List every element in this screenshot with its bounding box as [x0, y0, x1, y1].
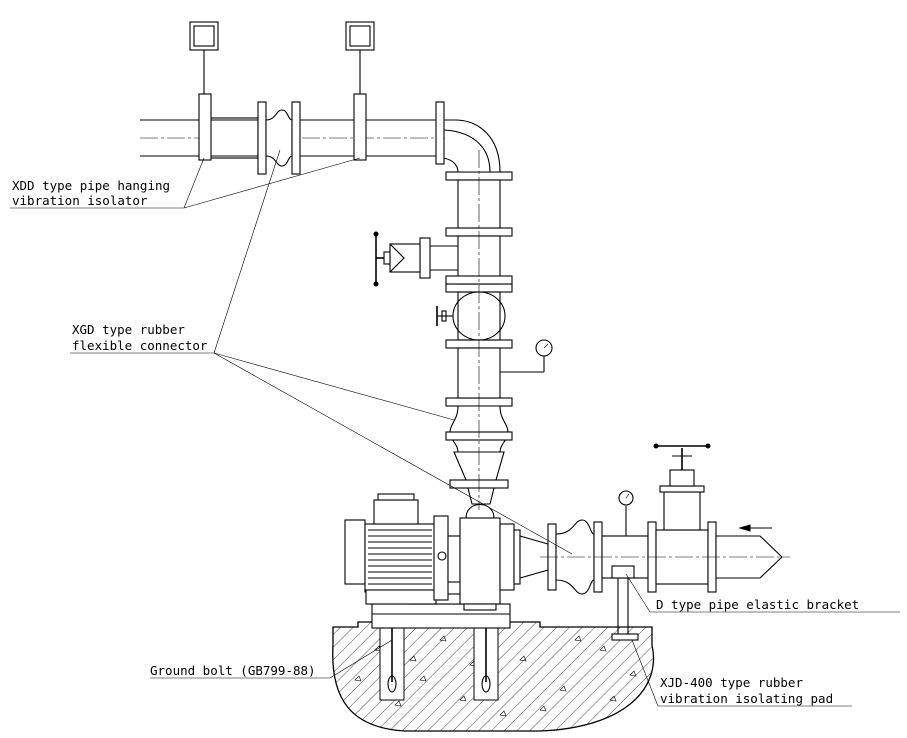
concrete-foundation	[332, 612, 655, 732]
suction-line	[519, 519, 790, 595]
rubber-connector-label-line2: flexible connector	[72, 338, 208, 353]
pipe-hanger-left	[189, 21, 219, 161]
pipe-hanger-label-line1: XDD type pipe hanging	[12, 178, 170, 193]
motor-cooling-fins	[368, 529, 432, 585]
ground-bolt-label: Ground bolt (GB799-88)	[150, 663, 316, 678]
elastic-bracket-label: D type pipe elastic bracket	[656, 597, 859, 612]
leader-lines	[10, 149, 900, 707]
flow-arrow-icon	[738, 524, 772, 532]
pipe-elastic-bracket	[611, 565, 639, 641]
top-pipeline	[140, 101, 445, 175]
suction-pressure-gauge	[618, 490, 634, 536]
suction-gate-valve	[653, 443, 711, 531]
isolating-pad-label-line1: XJD-400 type rubber	[660, 675, 803, 690]
pipe-hanger-right	[345, 21, 375, 161]
column-gate-valve	[373, 231, 458, 287]
rubber-connector-label-line1: XGD type rubber	[72, 322, 185, 337]
isolating-pad-label-line2: vibration isolating pad	[660, 691, 833, 706]
discharge-column	[436, 119, 513, 510]
pipe-hanger-label-line2: vibration isolator	[12, 193, 148, 208]
discharge-pressure-gauge	[500, 339, 553, 373]
motor	[344, 493, 461, 605]
pump-body	[459, 503, 521, 611]
